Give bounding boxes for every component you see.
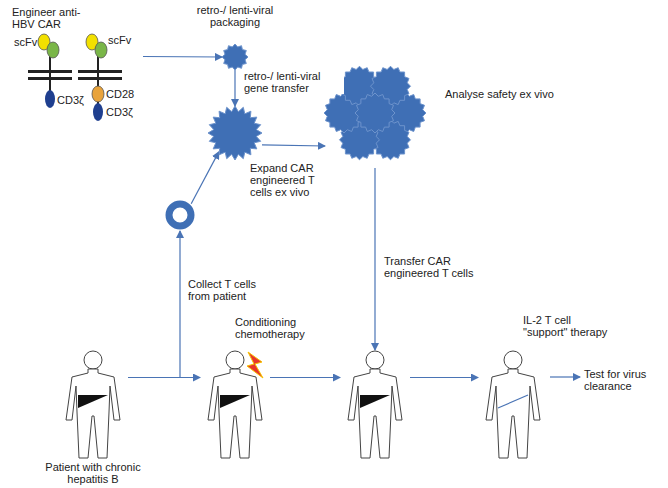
patient-figure: Conditioning chemotherapy	[200, 350, 270, 460]
liver	[78, 395, 108, 408]
patient-figure: IL-2 T cell "support" therapy	[478, 350, 548, 460]
liver	[360, 395, 390, 408]
person2-shape	[478, 350, 548, 460]
edge-label: Collect T cells from patient	[188, 278, 268, 302]
step-label: IL-2 T cell "support" therapy	[523, 314, 613, 338]
t-cell-ring	[169, 204, 191, 226]
cell-figure: retro-/ lenti-viral packaging	[222, 44, 248, 70]
outcome-label: Test for virus clearance	[584, 368, 664, 392]
flow-arrow	[191, 152, 219, 204]
cell-figure	[208, 106, 262, 160]
flow-arrow	[410, 377, 478, 378]
head	[504, 351, 522, 369]
domain-label: scFv	[14, 36, 54, 48]
step-label: Analyse safety ex vivo	[445, 88, 555, 100]
step-label: Conditioning chemotherapy	[235, 316, 315, 340]
lightning-bolt	[247, 352, 263, 378]
cell-figure	[164, 199, 196, 231]
step-label: Engineer anti-HBV CAR	[12, 6, 102, 30]
ring-shape	[164, 199, 196, 231]
patient-figure: Patient with chronic hepatitis B	[58, 350, 128, 460]
expanded-t-cell	[355, 93, 395, 133]
liver	[498, 395, 528, 408]
flow-arrow	[128, 231, 180, 378]
person-shape	[200, 350, 270, 460]
domain-label: CD28	[106, 88, 146, 100]
head	[366, 351, 384, 369]
result-arrow	[550, 376, 580, 377]
edge-label: retro-/ lenti-viral gene transfer	[244, 70, 344, 94]
domain-label: CD3ζ	[57, 94, 97, 106]
domain-label: CD3ζ	[106, 106, 146, 118]
body	[348, 369, 402, 458]
flow-arrow	[374, 168, 375, 350]
step-label: Patient with chronic hepatitis B	[43, 461, 143, 485]
edge-label: Expand CAR engineered T cells ex vivo	[250, 162, 330, 198]
domain-label: scFv	[108, 34, 148, 46]
flow-arrow	[270, 377, 340, 378]
patient-figure	[340, 350, 410, 460]
edge-label: Transfer CAR engineered T cells	[384, 255, 474, 279]
body	[66, 369, 120, 458]
head	[84, 351, 102, 369]
flow-arrow	[262, 145, 325, 146]
t-cell-body	[222, 44, 248, 70]
head	[226, 351, 244, 369]
person-shape	[340, 350, 410, 460]
body	[486, 369, 540, 458]
liver	[220, 395, 250, 408]
cell-shape	[208, 106, 262, 160]
person-shape	[58, 350, 128, 460]
flow-arrow	[128, 377, 200, 378]
step-label: retro-/ lenti-viral packaging	[180, 4, 290, 28]
body	[208, 369, 262, 458]
flow-arrow	[234, 70, 235, 106]
flow-arrow	[143, 56, 222, 58]
virus-shape	[222, 44, 248, 70]
t-cell-body	[208, 106, 262, 160]
